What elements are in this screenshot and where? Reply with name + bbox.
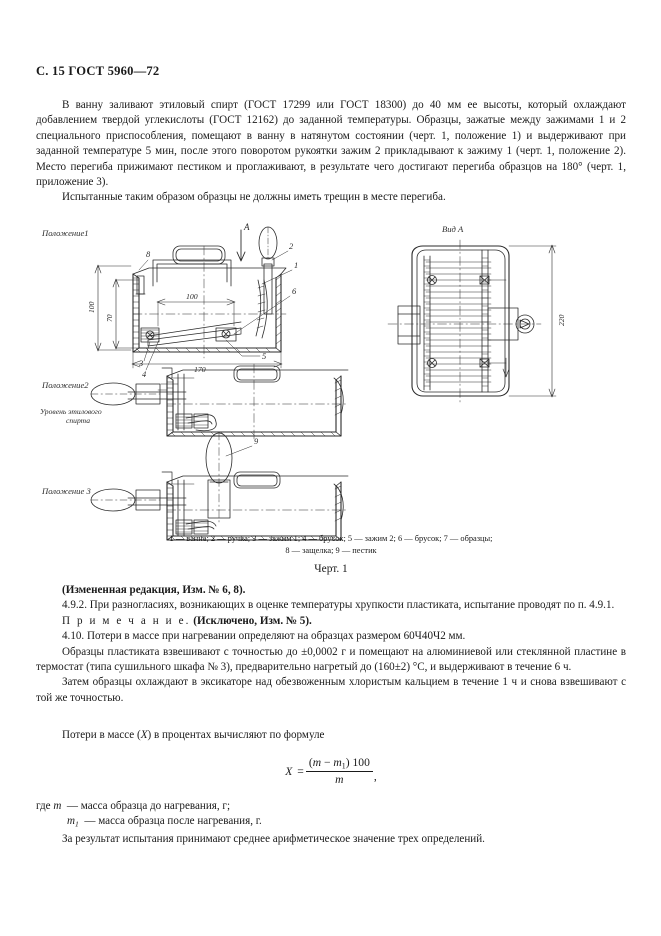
paragraph-4-9-2: 4.9.2. При разногласиях, возникающих в о…: [62, 599, 615, 612]
formula-fraction: (m − m1) 100 m: [305, 756, 373, 787]
figure-drawing-1: Положение1 Положение2 Положение 3 Вид А …: [36, 218, 626, 578]
formula-mass-loss: X = (m − m1) 100 m ,: [36, 756, 626, 787]
figure-dim-height-220: 220: [557, 314, 566, 326]
paragraph-formula-intro: Потери в массе (X) в процентах вычисляют…: [62, 729, 325, 741]
figure-callout-1: 1: [294, 261, 298, 270]
legend-text-1: — масса образца до нагревания, г;: [66, 800, 231, 812]
figure-callout-4: 4: [142, 370, 146, 379]
figure-label-arrow-a: A: [243, 222, 250, 232]
figure-label-alcohol-level-1: Уровень этилового: [40, 407, 102, 416]
note-word: П р и м е ч а н и е.: [62, 614, 191, 627]
figure-label-position2: Положение2: [41, 380, 89, 390]
figure-callout-6: 6: [292, 287, 297, 296]
figure-callout-3: 3: [138, 359, 143, 368]
figure-callout-9: 9: [254, 437, 259, 446]
note-excluded-text: (Исключено, Изм. № 5).: [193, 614, 312, 627]
formula-equals: =: [297, 764, 304, 778]
figure-caption-line-1: 1 — ванна; 2 — ручка; 3 — зажим 1; 4 — б…: [169, 534, 493, 543]
figure-dim-height-70: 70: [105, 314, 114, 322]
paragraph-note-excluded: П р и м е ч а н и е. (Исключено, Изм. № …: [36, 614, 626, 629]
figure-callout-8: 8: [146, 250, 151, 259]
figure-label-view-a: Вид А: [442, 224, 464, 234]
legend-symbol-m1: m: [67, 815, 76, 828]
paragraph-block-formula-intro: Потери в массе (X) в процентах вычисляют…: [36, 728, 626, 743]
legend-symbol-m1-subscript: 1: [75, 819, 79, 829]
figure-dim-width-100: 100: [186, 292, 198, 301]
formula-trailing-comma: ,: [373, 770, 377, 784]
paragraph-block-top: В ванну заливают этиловый спирт (ГОСТ 17…: [36, 98, 626, 206]
technical-drawing-svg: Положение1 Положение2 Положение 3 Вид А …: [40, 222, 566, 541]
figure-caption-line-2: 8 — защелка; 9 — пестик: [285, 546, 377, 555]
formula-numerator: (m − m1) 100: [305, 756, 373, 773]
legend-line-1: где m — масса образца до нагревания, г;: [36, 799, 626, 814]
paragraph-no-cracks: Испытанные таким образом образцы не долж…: [62, 191, 446, 204]
paragraph-cooling: Затем образцы охлаждают в эксикаторе над…: [36, 676, 626, 704]
formula-legend: где m — масса образца до нагревания, г; …: [36, 799, 626, 847]
figure-label-position3: Положение 3: [41, 486, 91, 496]
figure-callout-5: 5: [262, 352, 266, 361]
figure-dim-height-100: 100: [87, 301, 96, 313]
figure-label-alcohol-level-2: спирта: [66, 416, 90, 425]
legend-text-2: — масса образца после нагревания, г.: [84, 815, 262, 828]
legend-line-3: За результат испытания принимают среднее…: [62, 833, 485, 846]
paragraph-intro: В ванну заливают этиловый спирт (ГОСТ 17…: [36, 99, 626, 189]
paragraph-revised-edition: (Измененная редакция, Изм. № 6, 8).: [36, 583, 626, 598]
figure-label-position1: Положение1: [41, 228, 89, 238]
legend-line-2: m1 — масса образца после нагревания, г.: [67, 814, 626, 832]
figure-callout-2: 2: [289, 242, 293, 251]
variable-x: X: [140, 729, 148, 741]
paragraph-block-middle: (Измененная редакция, Изм. № 6, 8). 4.9.…: [36, 583, 626, 706]
formula-lhs: X: [285, 764, 293, 778]
paragraph-weighing: Образцы пластиката взвешивают с точность…: [36, 645, 626, 674]
revised-edition-note: (Измененная редакция, Изм. № 6, 8).: [62, 584, 246, 596]
figure-number: Черт. 1: [314, 563, 348, 575]
figure-dim-width-170: 170: [194, 365, 206, 374]
page-header: С. 15 ГОСТ 5960—72: [36, 64, 160, 78]
paragraph-4-10: 4.10. Потери в массе при нагревании опре…: [62, 630, 466, 643]
figure-caption: 1 — ванна; 2 — ручка; 3 — зажим 1; 4 — б…: [36, 533, 626, 557]
legend-where-word: где: [36, 800, 51, 812]
formula-denominator: m: [335, 773, 344, 787]
legend-symbol-m: m: [53, 800, 62, 812]
